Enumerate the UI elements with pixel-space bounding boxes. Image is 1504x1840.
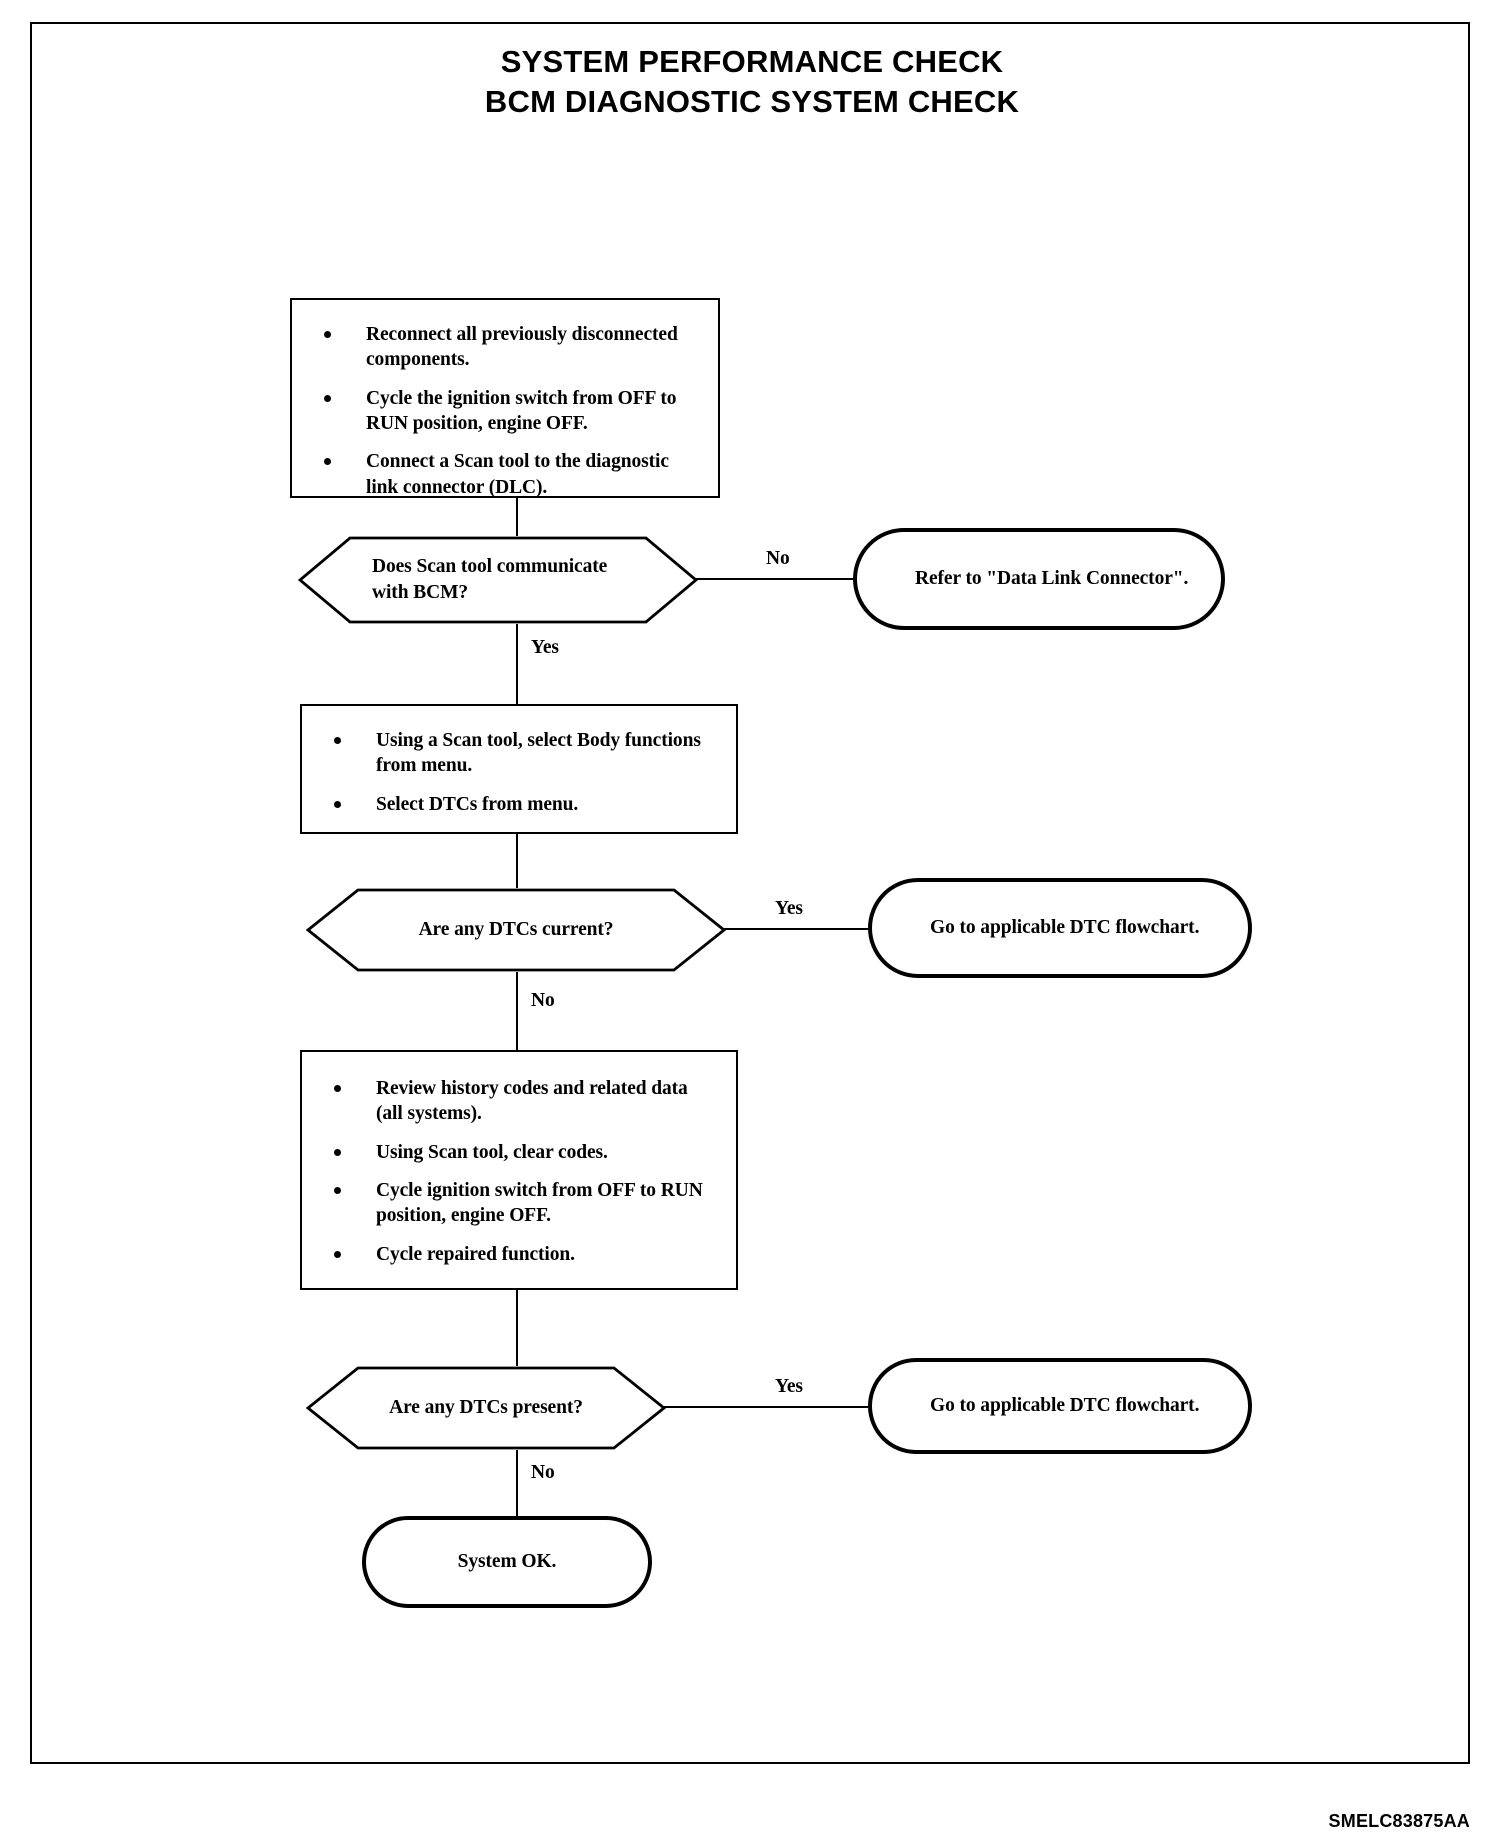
branch-label-yes-decision3: Yes (775, 1376, 803, 1397)
terminal-label: Go to applicable DTC flowchart. (930, 1394, 1200, 1416)
list-item: Cycle the ignition switch from OFF to RU… (304, 386, 700, 437)
bullet-text: Cycle repaired function. (376, 1243, 575, 1265)
bullet-list-step1: Reconnect all previously disconnected co… (292, 300, 718, 500)
bullet-text: Reconnect all previously disconnected co… (366, 324, 678, 371)
branch-label-no-decision3: No (531, 1462, 555, 1483)
bullet-text: Cycle the ignition switch from OFF to RU… (366, 387, 677, 435)
terminal-go-to-applicable-dtc-flowchart-1: Go to applicable DTC flowchart. (868, 878, 1252, 978)
bullet-dot-icon (324, 458, 331, 466)
connector-step2-to-decision2 (516, 834, 518, 888)
bullet-dot-icon (334, 1187, 341, 1195)
bullet-dot-icon (334, 800, 341, 808)
bullet-text: Review history codes and related data (a… (376, 1078, 688, 1125)
hexagon-shape (306, 1366, 666, 1450)
page-title: SYSTEM PERFORMANCE CHECK BCM DIAGNOSTIC … (0, 42, 1504, 121)
decision-does-scan-tool-communicate: Does Scan tool communicate with BCM? (298, 536, 698, 624)
connector-decision1-no (696, 578, 856, 580)
hexagon-shape (306, 888, 726, 972)
connector-decision3-no (516, 1450, 518, 1516)
decision-label: Are any DTCs present? (389, 1397, 583, 1419)
bullet-text: Using Scan tool, clear codes. (376, 1141, 608, 1163)
connector-decision3-yes (664, 1406, 869, 1408)
connector-decision2-no (516, 972, 518, 1050)
list-item: Cycle ignition switch from OFF to RUN po… (314, 1178, 718, 1229)
bullet-dot-icon (334, 1250, 341, 1258)
branch-label-no-decision2: No (531, 990, 555, 1011)
title-line-2: BCM DIAGNOSTIC SYSTEM CHECK (484, 83, 1020, 119)
decision-are-any-dtcs-current: Are any DTCs current? (306, 888, 726, 972)
connector-step1-to-decision1 (516, 498, 518, 536)
list-item: Using Scan tool, clear codes. (314, 1140, 718, 1165)
branch-label-no-decision1: No (766, 548, 790, 569)
terminal-label: Go to applicable DTC flowchart. (930, 916, 1200, 938)
decision-are-any-dtcs-present: Are any DTCs present? (306, 1366, 666, 1450)
terminal-label: System OK. (457, 1550, 557, 1572)
terminal-label: Refer to "Data Link Connector". (915, 567, 1189, 589)
list-item: Using a Scan tool, select Body functions… (314, 728, 718, 779)
process-box-step2: Using a Scan tool, select Body functions… (300, 704, 738, 834)
terminal-refer-data-link-connector: Refer to "Data Link Connector". (853, 528, 1225, 630)
list-item: Review history codes and related data (a… (314, 1076, 718, 1127)
bullet-dot-icon (334, 1085, 341, 1092)
decision-label: Are any DTCs current? (418, 919, 614, 941)
bullet-dot-icon (324, 394, 331, 402)
connector-decision2-yes (724, 928, 870, 930)
list-item: Connect a Scan tool to the diagnostic li… (304, 449, 700, 500)
list-item: Select DTCs from menu. (314, 792, 718, 817)
branch-label-yes-decision2: Yes (775, 898, 803, 919)
terminal-go-to-applicable-dtc-flowchart-2: Go to applicable DTC flowchart. (868, 1358, 1252, 1454)
decision-label: Does Scan tool communicate with BCM? (372, 556, 608, 603)
bullet-dot-icon (324, 331, 331, 338)
connector-step3-to-decision3 (516, 1290, 518, 1366)
process-box-step1: Reconnect all previously disconnected co… (290, 298, 720, 498)
list-item: Reconnect all previously disconnected co… (304, 322, 700, 373)
bullet-list-step2: Using a Scan tool, select Body functions… (302, 706, 736, 817)
connector-decision1-yes (516, 624, 518, 704)
terminal-system-ok: System OK. (362, 1516, 652, 1608)
list-item: Cycle repaired function. (314, 1242, 718, 1267)
title-line-1: SYSTEM PERFORMANCE CHECK (500, 44, 1004, 79)
branch-label-yes-decision1: Yes (531, 637, 559, 658)
bullet-dot-icon (334, 737, 341, 744)
figure-id-code: SMELC83875AA (1328, 1811, 1470, 1831)
process-box-step3: Review history codes and related data (a… (300, 1050, 738, 1290)
bullet-text: Connect a Scan tool to the diagnostic li… (366, 451, 669, 498)
bullet-text: Select DTCs from menu. (376, 793, 579, 815)
bullet-list-step3: Review history codes and related data (a… (302, 1052, 736, 1267)
hexagon-shape (298, 536, 698, 624)
bullet-text: Cycle ignition switch from OFF to RUN po… (376, 1180, 703, 1227)
bullet-text: Using a Scan tool, select Body functions… (376, 730, 701, 777)
bullet-dot-icon (334, 1148, 341, 1156)
